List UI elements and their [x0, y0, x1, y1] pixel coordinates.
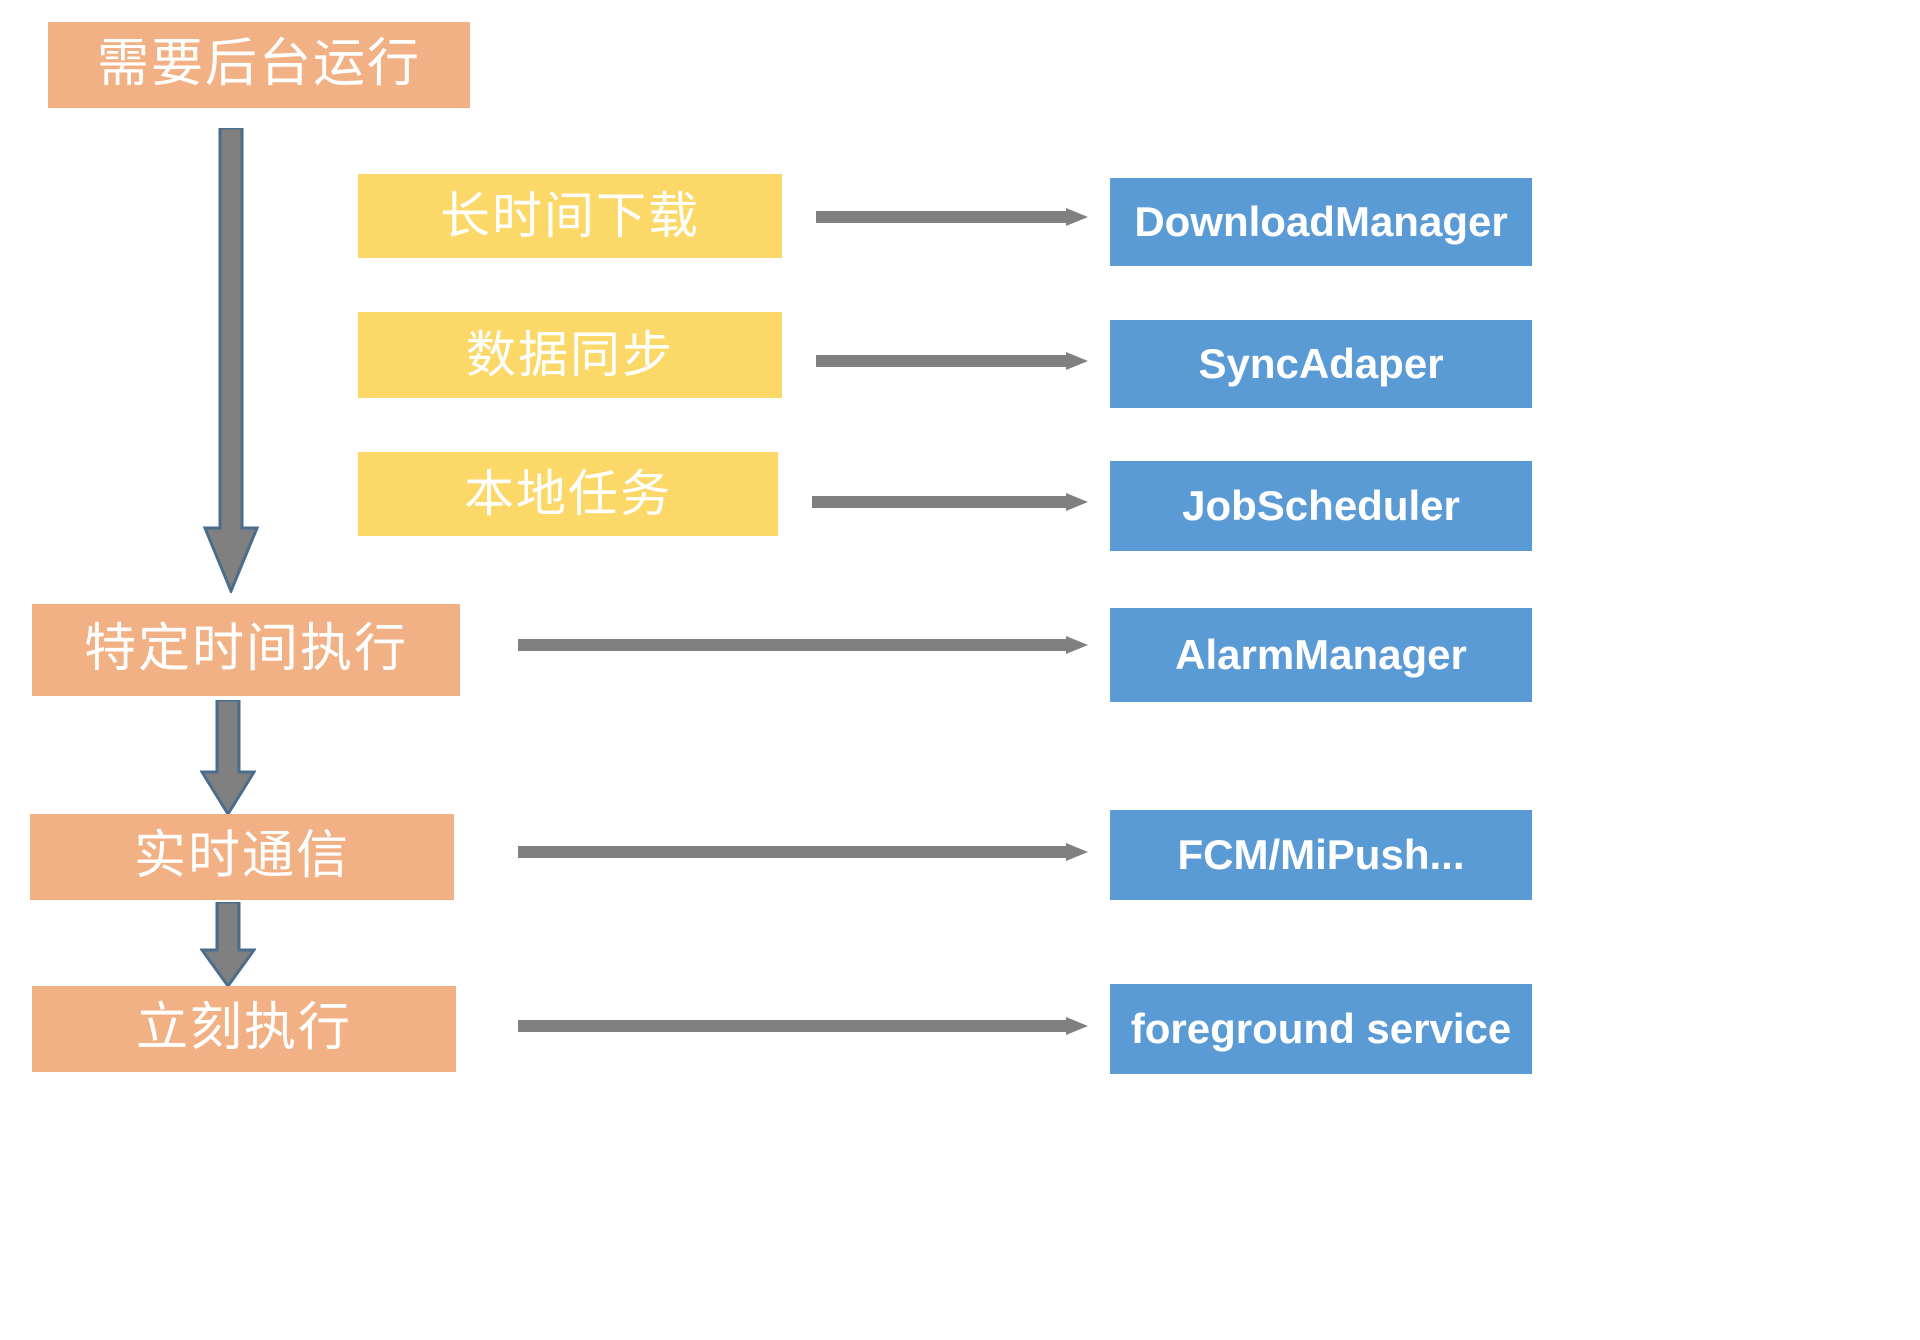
- connector-arrow-realtime-comm-to-fcm-mipush: [518, 843, 1088, 861]
- vertical-arrow-down-icon-1: [203, 128, 259, 593]
- flow-node-immediate-exec[interactable]: 立刻执行: [32, 986, 456, 1072]
- flow-node-specific-time-label: 特定时间执行: [83, 621, 408, 679]
- scenario-node-local-task-label: 本地任务: [464, 465, 672, 522]
- solution-node-sync-adaper-label: SyncAdaper: [1198, 339, 1444, 387]
- connector-arrow-immediate-exec-to-foreground-service: [518, 1017, 1088, 1035]
- flow-node-need-background-label: 需要后台运行: [96, 36, 421, 94]
- solution-node-download-manager[interactable]: DownloadManager: [1110, 178, 1532, 266]
- connector-arrow-long-download-to-download-manager: [816, 208, 1088, 226]
- scenario-node-long-download[interactable]: 长时间下载: [358, 174, 782, 258]
- solution-node-fcm-mipush[interactable]: FCM/MiPush...: [1110, 810, 1532, 900]
- solution-node-job-scheduler-label: JobScheduler: [1182, 481, 1460, 529]
- scenario-node-data-sync-label: 数据同步: [466, 326, 674, 383]
- flow-node-realtime-comm[interactable]: 实时通信: [30, 814, 454, 900]
- scenario-node-data-sync[interactable]: 数据同步: [358, 312, 782, 398]
- solution-node-alarm-manager-label: AlarmManager: [1175, 630, 1467, 678]
- solution-node-sync-adaper[interactable]: SyncAdaper: [1110, 320, 1532, 408]
- connector-arrow-local-task-to-job-scheduler: [812, 493, 1088, 511]
- solution-node-foreground-service[interactable]: foreground service: [1110, 984, 1532, 1074]
- scenario-node-local-task[interactable]: 本地任务: [358, 452, 778, 536]
- scenario-node-long-download-label: 长时间下载: [440, 187, 700, 244]
- solution-node-alarm-manager[interactable]: AlarmManager: [1110, 608, 1532, 702]
- connector-arrow-specific-time-to-alarm-manager: [518, 636, 1088, 654]
- flow-node-realtime-comm-label: 实时通信: [133, 828, 350, 886]
- solution-node-download-manager-label: DownloadManager: [1134, 197, 1508, 245]
- solution-node-job-scheduler[interactable]: JobScheduler: [1110, 461, 1532, 551]
- connector-arrow-data-sync-to-sync-adaper: [816, 352, 1088, 370]
- solution-node-fcm-mipush-label: FCM/MiPush...: [1177, 830, 1465, 878]
- vertical-arrow-down-icon-2: [200, 700, 256, 816]
- solution-node-foreground-service-label: foreground service: [1130, 1004, 1512, 1052]
- vertical-arrow-down-icon-3: [200, 902, 256, 988]
- flow-node-immediate-exec-label: 立刻执行: [135, 1000, 352, 1058]
- flow-node-specific-time[interactable]: 特定时间执行: [32, 604, 460, 696]
- flow-node-need-background[interactable]: 需要后台运行: [48, 22, 470, 108]
